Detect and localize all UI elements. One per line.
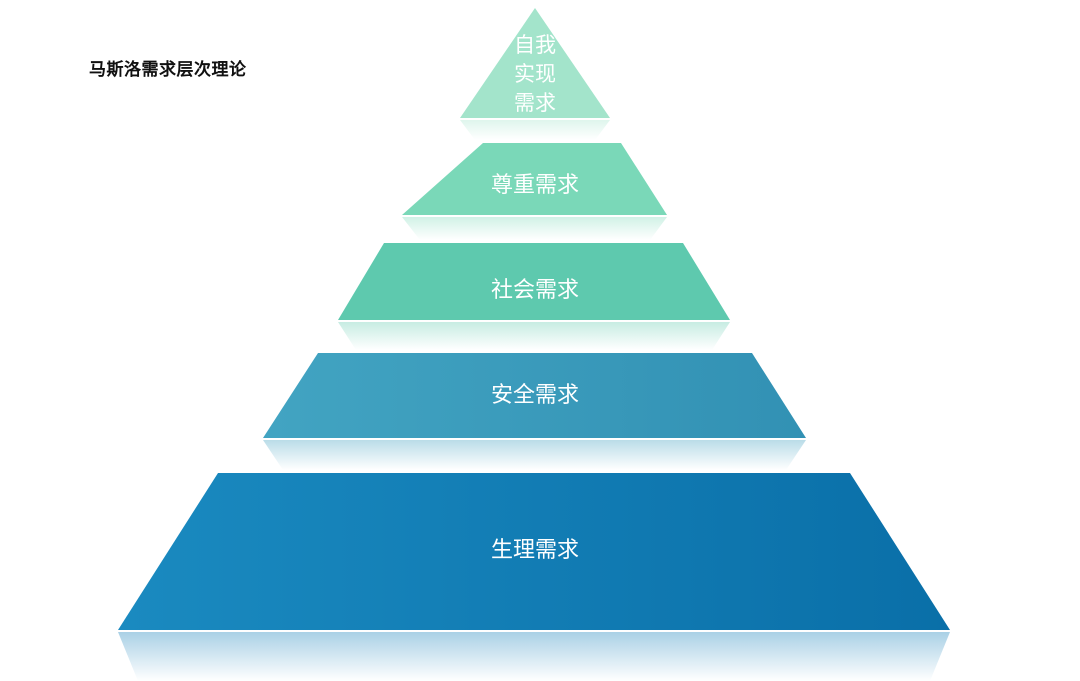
level-5-shape	[460, 8, 610, 118]
pyramid-level-safety: 安全需求	[263, 353, 806, 470]
level-2-reflection	[263, 440, 806, 470]
level-1-reflection	[118, 632, 950, 681]
level-5-label-line-1: 自我	[514, 33, 556, 57]
diagram-title: 马斯洛需求层次理论	[89, 60, 247, 80]
level-2-label: 安全需求	[491, 383, 579, 408]
pyramid-level-esteem: 尊重需求	[402, 143, 667, 240]
pyramid-level-self-actualization: 自我 实现 需求	[460, 8, 610, 140]
level-5-label-line-2: 实现	[514, 62, 556, 86]
pyramid-level-social: 社会需求	[338, 243, 730, 350]
level-1-shape	[118, 473, 950, 630]
level-5-label-line-3: 需求	[514, 91, 556, 115]
pyramid-level-physiological: 生理需求	[118, 473, 950, 681]
level-3-reflection	[338, 322, 730, 350]
level-4-shape	[402, 143, 667, 215]
level-3-label: 社会需求	[491, 278, 579, 303]
level-3-shape	[338, 243, 730, 320]
level-4-label: 尊重需求	[491, 173, 579, 198]
level-5-reflection	[460, 120, 610, 140]
level-4-reflection	[402, 217, 667, 240]
level-2-shape	[263, 353, 806, 438]
level-1-label: 生理需求	[491, 538, 579, 563]
